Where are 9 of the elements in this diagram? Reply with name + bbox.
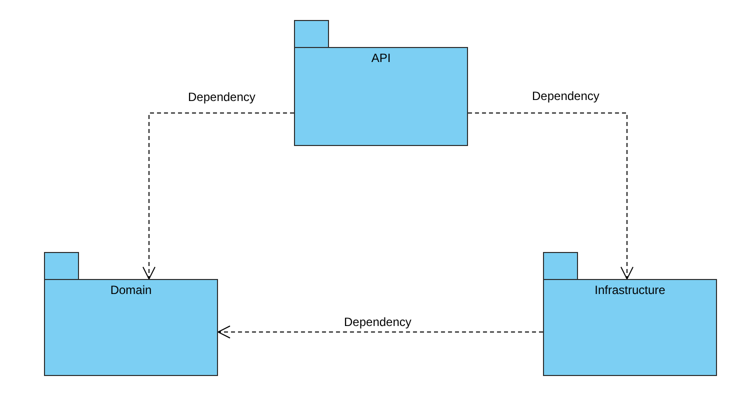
dependency-arrow [218,326,544,338]
dependency-arrow [468,112,634,280]
dependency-arrow [142,112,294,280]
package-label: API [370,51,392,65]
package-label: Infrastructure [594,283,666,297]
edge-label: Dependency [187,90,256,104]
edge-label: Dependency [531,89,600,103]
package-label: Domain [109,283,153,297]
edge-label: Dependency [343,315,412,329]
